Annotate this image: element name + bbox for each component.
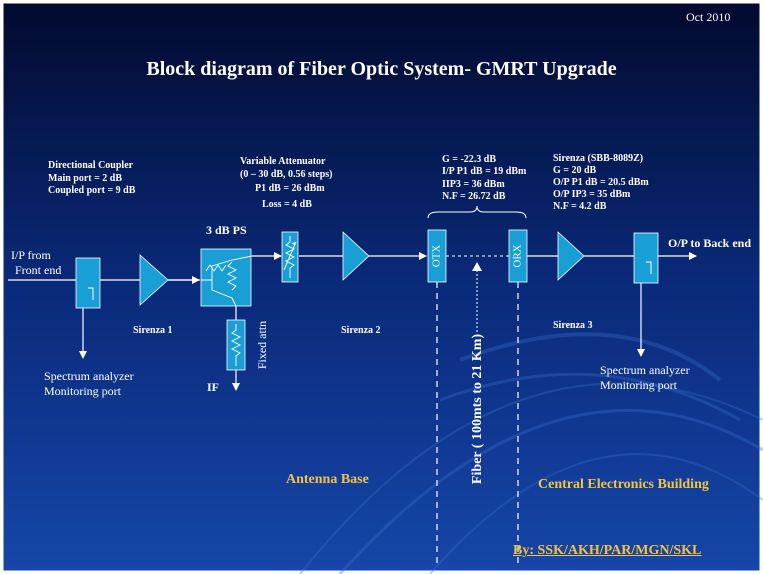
monitor-right-label: Spectrum analyzer [600,363,690,377]
attenuator-title: Variable Attenuator [240,156,326,167]
directional-coupler-right [633,232,659,284]
coupler-left-tap [88,287,94,300]
attenuator-line: Loss = 4 dB [262,199,312,210]
monitor-left-label: Monitoring port [44,384,121,398]
fiber-distance-arrowhead [472,262,482,271]
monitor-right-label: Monitoring port [600,378,677,392]
amp3-spec-line: O/P P1 dB = 20.5 dBm [553,177,649,188]
antenna-base-label: Antenna Base [286,472,369,487]
if-label: IF [207,380,219,394]
variable-attenuator [281,231,299,283]
fixed-attn-label: Fixed attn [255,320,270,370]
power-splitter-label: 3 dB PS [206,223,247,237]
power-splitter [200,248,253,307]
attenuator-line: (0 – 30 dB, 0.56 steps) [240,169,333,180]
link-brace [427,205,527,219]
output-label: O/P to Back end [668,236,752,250]
amp2-label: Sirenza 2 [341,325,381,336]
amp3-spec-line: O/P IP3 = 35 dBm [553,189,631,200]
coupler-right-tap [646,261,652,274]
attenuator-line: P1 dB = 26 dBm [255,183,325,194]
coupler-left-line: Coupled port = 9 dB [48,185,136,196]
otx-label: OTX [430,244,443,268]
amplifier-sirenza-1 [139,254,169,306]
link-spec-line: G = -22.3 dB [442,154,497,165]
monitor-left-label: Spectrum analyzer [44,369,134,383]
amp3-spec-title: Sirenza (SBB-8089Z) [553,153,644,164]
orx-label: ORX [511,244,524,268]
background-swirl [299,332,763,574]
input-label: Front end [15,263,62,277]
fixed-attenuator [226,319,246,371]
ceb-label: Central Electronics Building [538,477,709,492]
input-label: I/P from [11,248,51,262]
coupler-left-title: Directional Coupler [48,160,134,171]
link-spec-line: I/P P1 dB = 19 dBm [442,166,527,177]
amp3-spec-line: G = 20 dB [553,165,597,176]
fiber-label: Fiber ( 100mts to 21 Km) [469,333,485,485]
directional-coupler-left [75,257,101,309]
amp3-label: Sirenza 3 [553,320,593,331]
amplifier-sirenza-2 [342,231,370,281]
date-label: Oct 2010 [686,10,731,24]
coupler-left-line: Main port = 2 dB [48,173,123,184]
page-title: Block diagram of Fiber Optic System- GMR… [146,58,617,80]
credits-label: By: SSK/AKH/PAR/MGN/SKL [513,543,702,558]
link-spec-line: IIP3 = 36 dBm [442,179,505,190]
link-spec-line: N.F = 26.72 dB [442,191,506,202]
amp1-label: Sirenza 1 [133,325,173,336]
amp3-spec-line: N.F = 4.2 dB [553,201,607,212]
amplifier-sirenza-3 [557,231,585,281]
